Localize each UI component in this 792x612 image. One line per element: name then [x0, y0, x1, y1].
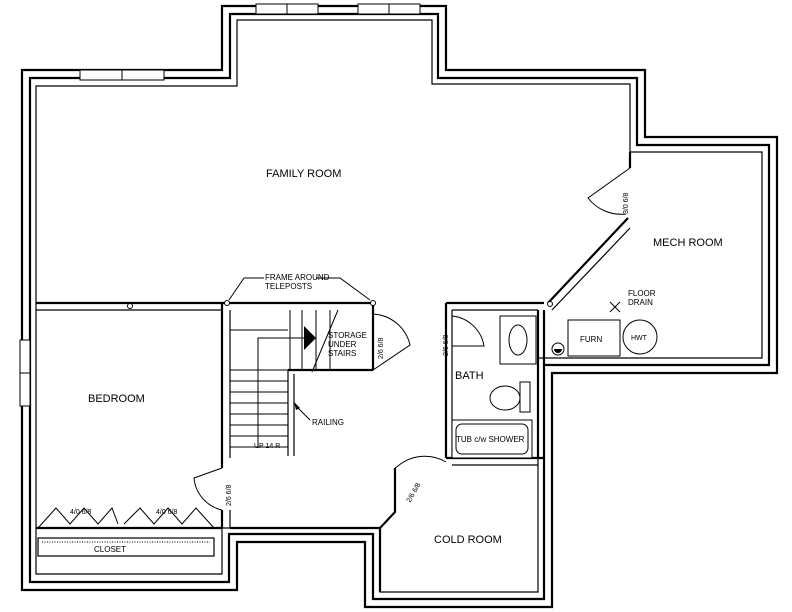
door-cold-swing	[394, 455, 447, 469]
frame-leader-right	[316, 277, 371, 301]
note-frame-around-2: TELEPOSTS	[265, 282, 312, 291]
note-tub-shower: TUB c/w SHOWER	[456, 435, 525, 444]
label-furnace: FURN	[580, 335, 602, 344]
exterior-wall-outer	[20, 4, 779, 609]
label-door-mech: 3/0 6/8	[623, 192, 630, 214]
label-door-closet-left: 4/0 6/8	[70, 509, 92, 516]
telepost-4	[547, 301, 553, 307]
note-up-stairs: UP 14 R	[254, 443, 280, 450]
note-storage-2: UNDER	[328, 340, 357, 349]
wall-hall-south	[230, 468, 397, 530]
tub-inner	[455, 423, 529, 455]
note-storage-3: STAIRS	[328, 349, 356, 358]
frame-leader-left	[228, 277, 264, 301]
note-frame-around-1: FRAME AROUND	[265, 273, 330, 282]
mech-fixtures	[551, 301, 658, 357]
sink	[508, 324, 528, 356]
door-bath-swing	[451, 315, 485, 347]
label-closet: CLOSET	[94, 545, 126, 554]
door-closet-left	[37, 507, 119, 529]
hot-water-tank	[622, 319, 658, 355]
door-mech-swing	[587, 167, 631, 215]
door-storage-swing	[372, 313, 411, 371]
railing-leader-arrow	[294, 402, 300, 410]
toilet-tank	[519, 381, 531, 413]
doors	[37, 167, 631, 529]
telepost-2	[224, 300, 230, 306]
telepost-1	[127, 303, 133, 309]
note-storage-1: STORAGE	[328, 331, 367, 340]
room-labels: FAMILY ROOM MECH ROOM BEDROOM BATH COLD …	[88, 168, 723, 554]
label-bedroom: BEDROOM	[88, 393, 145, 405]
note-floor-drain-2: DRAIN	[628, 298, 653, 307]
sump-pit-fill	[554, 349, 562, 353]
furnace	[567, 319, 621, 357]
notes: FRAME AROUND TELEPOSTS STORAGE UNDER STA…	[254, 273, 656, 450]
door-bedroom-swing	[193, 467, 223, 511]
exterior-wall-finish	[35, 19, 763, 593]
note-railing: RAILING	[312, 418, 344, 427]
telepost-3	[370, 300, 376, 306]
closet-shelf	[37, 537, 215, 557]
note-floor-drain-1: FLOOR	[628, 289, 656, 298]
label-door-bedroom: 2/6 6/8	[226, 484, 233, 506]
label-mech-room: MECH ROOM	[653, 237, 723, 249]
bath-fixtures	[451, 315, 537, 459]
toilet-bowl	[489, 385, 521, 411]
label-hot-water-tank: HWT	[631, 335, 648, 342]
interior-walls	[36, 152, 632, 592]
stair-break-line	[311, 309, 339, 373]
label-door-closet-right: 4/0 6/8	[156, 509, 178, 516]
wall-mech-diagonal-inner	[551, 227, 631, 311]
label-door-storage: 2/6 6/8	[378, 337, 385, 359]
fixture-labels: FURN HWT	[580, 335, 648, 344]
wall-mech-diagonal	[547, 217, 629, 304]
label-family-room: FAMILY ROOM	[266, 168, 341, 180]
teleposts	[127, 277, 553, 309]
windows	[19, 3, 421, 407]
label-cold-room: COLD ROOM	[434, 534, 502, 546]
exterior-wall-inner	[28, 12, 771, 601]
exterior-walls	[20, 4, 779, 609]
label-bath: BATH	[455, 370, 484, 382]
label-door-bath: 2/6 6/8	[443, 334, 450, 356]
stairs	[230, 309, 339, 448]
floor-drain-icon	[609, 301, 621, 313]
door-closet-right	[123, 507, 215, 529]
stair-arrow-head	[304, 326, 316, 350]
label-door-cold: 2/6 6/8	[406, 482, 423, 504]
